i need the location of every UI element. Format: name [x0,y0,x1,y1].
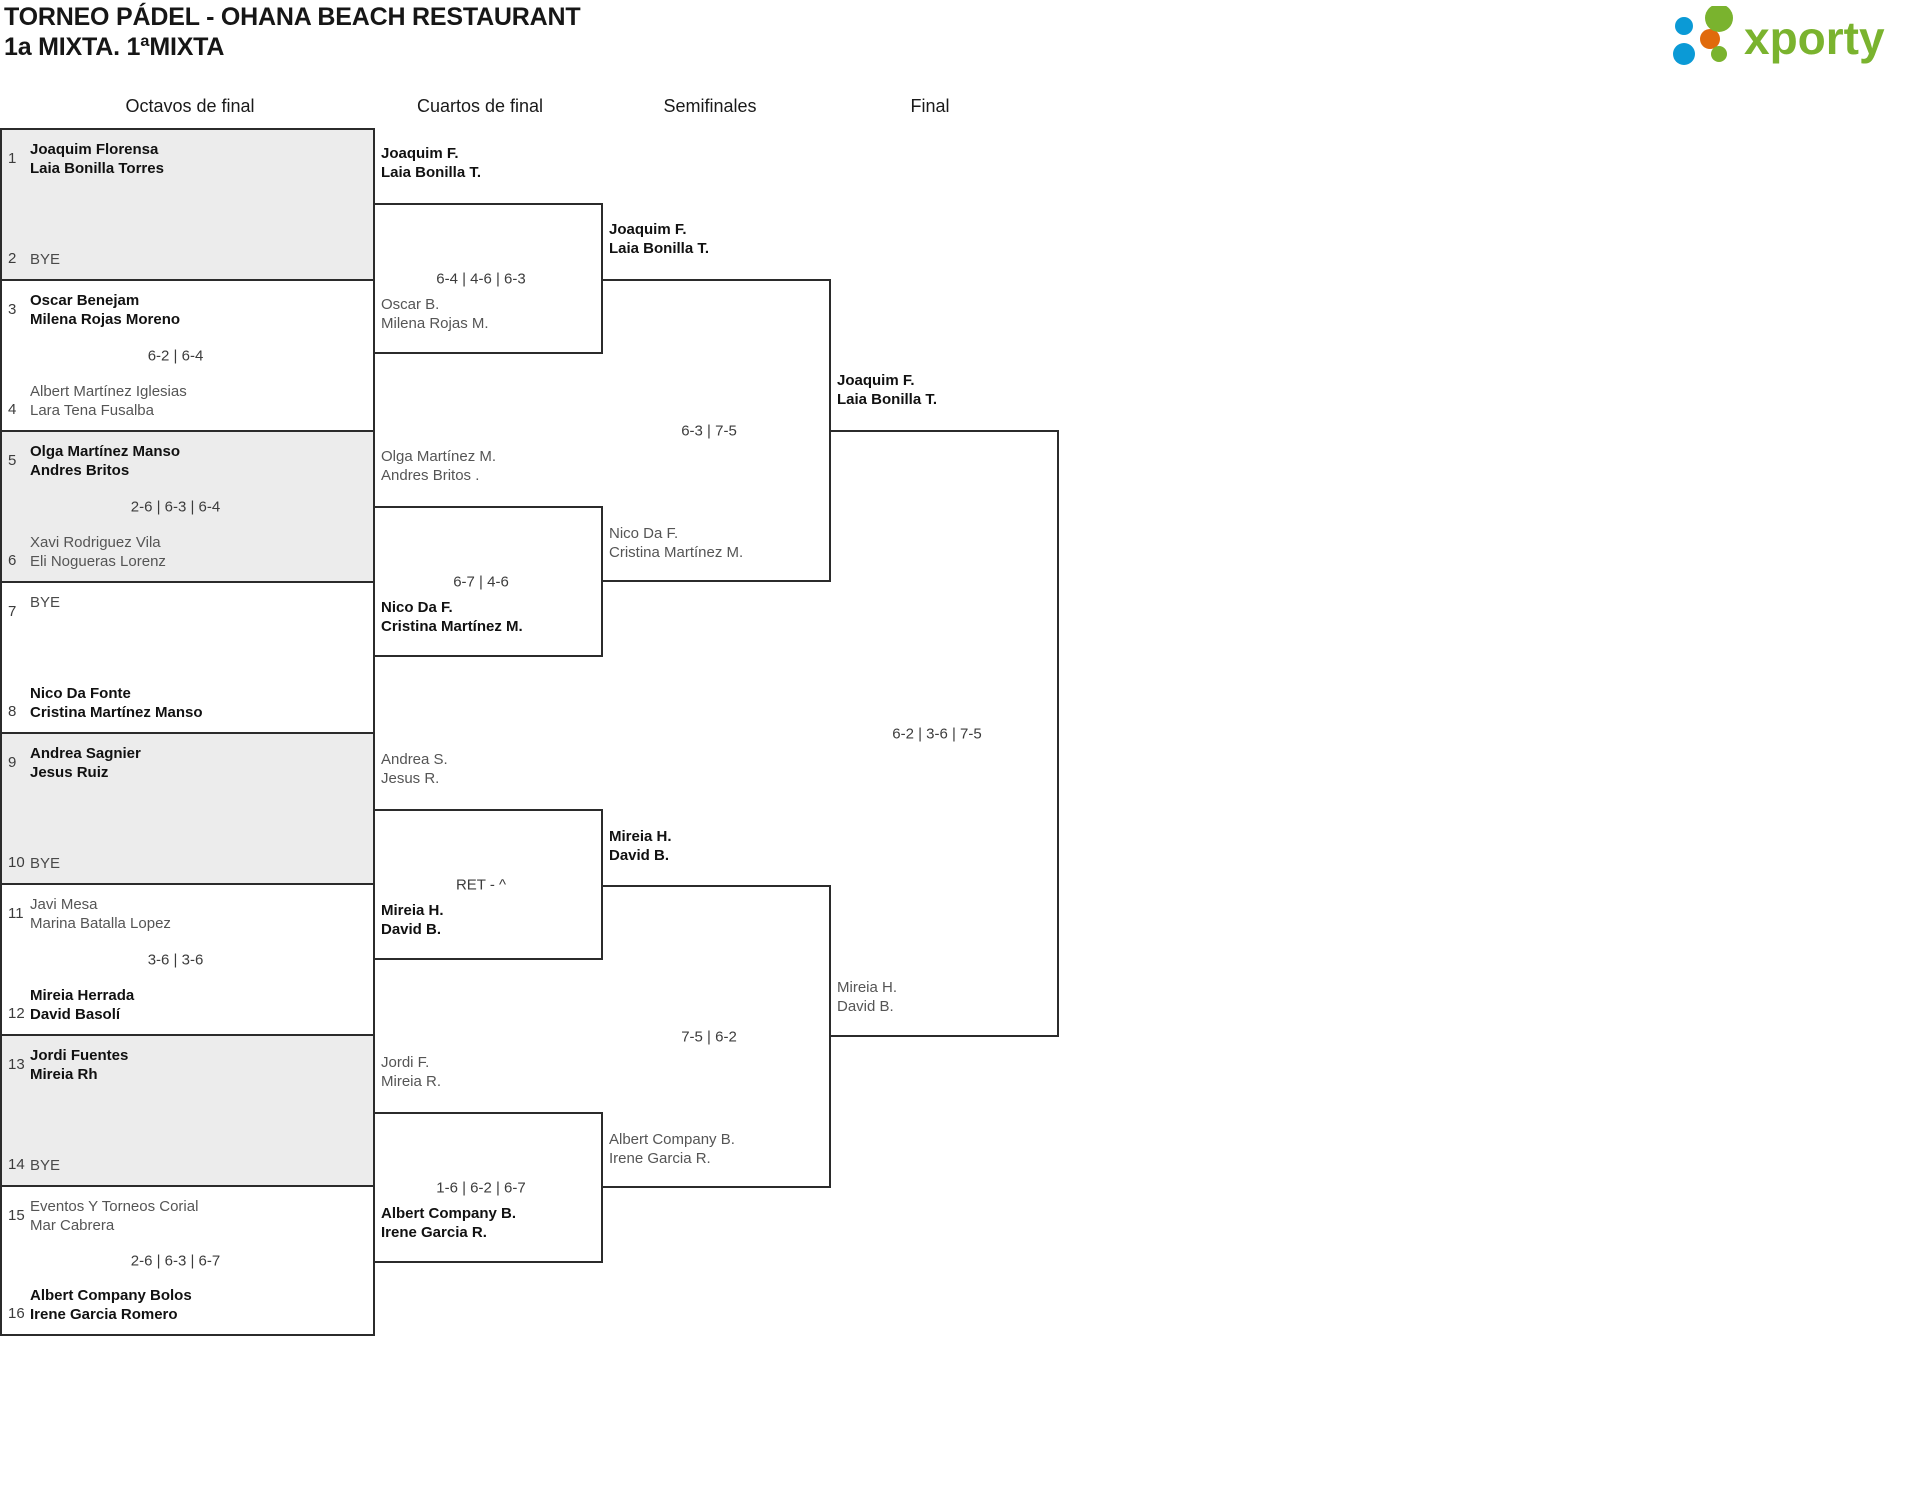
sf-team-1-top: Joaquim F. Laia Bonilla T. [609,221,710,257]
r16-match-6[interactable]: 11 Javi Mesa Marina Batalla Lopez 12 Mir… [0,883,375,1034]
qf-team-2-bottom: Nico Da F. Cristina Martínez M. [381,599,523,635]
seed-number: 14 [8,1156,25,1173]
final-team-bottom: Mireia H. David B. [837,979,898,1015]
qf-connector-3[interactable]: RET - ^ [375,809,603,960]
qf-team-3-top: Andrea S. Jesus R. [381,751,448,787]
seed-number: 1 [8,150,17,167]
match-score: 6-2 | 6-4 [147,347,204,364]
r16-match-2[interactable]: 3 Oscar Benejam Milena Rojas Moreno 4 Al… [0,279,375,430]
sf-connector-2[interactable]: 7-5 | 6-2 [603,885,831,1188]
final-team-top: Joaquim F. Laia Bonilla T. [837,372,938,408]
logo-wordmark: xporty [1744,12,1885,64]
team-name: Olga Martínez Manso Andres Britos [30,443,181,479]
sf-connector-1[interactable]: 6-3 | 7-5 [603,279,831,582]
qf-connector-4[interactable]: 1-6 | 6-2 | 6-7 [375,1112,603,1263]
logo-dot-orange [1700,29,1720,49]
team-name: Joaquim Florensa Laia Bonilla Torres [30,141,164,177]
qf-team-2-top: Olga Martínez M. Andres Britos . [381,448,497,484]
match-score: 3-6 | 3-6 [147,951,204,968]
seed-number: 10 [8,854,25,871]
sf-team-1-bottom: Nico Da F. Cristina Martínez M. [609,525,744,561]
team-name: Albert Martínez Iglesias Lara Tena Fusal… [30,383,187,419]
team-name: BYE [30,855,61,872]
seed-number: 8 [8,703,17,720]
seed-number: 5 [8,452,17,469]
team-name: Oscar Benejam Milena Rojas Moreno [30,292,181,328]
match-score: 6-7 | 4-6 [453,573,509,590]
qf-team-4-top: Jordi F. Mireia R. [381,1054,442,1090]
seed-number: 9 [8,754,17,771]
r16-match-1[interactable]: 1 Joaquim Florensa Laia Bonilla Torres 2… [0,128,375,279]
team-name: Nico Da Fonte Cristina Martínez Manso [30,685,203,721]
seed-number: 11 [8,905,24,922]
team-name: Eventos Y Torneos Corial Mar Cabrera [30,1198,199,1234]
page-title: TORNEO PÁDEL - OHANA BEACH RESTAURANT 1a… [4,2,581,62]
team-name: BYE [30,251,61,268]
round-header-cuartos: Cuartos de final [416,96,544,116]
r16-match-4[interactable]: 7 BYE 8 Nico Da Fonte Cristina Martínez … [0,581,375,732]
logo-dot-blue-bottom [1673,43,1695,65]
logo-dot-green-large [1705,4,1733,32]
r16-match-3[interactable]: 5 Olga Martínez Manso Andres Britos 6 Xa… [0,430,375,581]
match-score: 7-5 | 6-2 [681,1028,737,1045]
match-score: 6-2 | 3-6 | 7-5 [892,725,982,742]
team-name: BYE [30,1157,61,1174]
seed-number: 12 [8,1005,25,1022]
round-header-semifinales: Semifinales [663,96,757,116]
seed-number: 16 [8,1305,25,1322]
seed-number: 4 [8,401,17,418]
qf-team-3-bottom: Mireia H. David B. [381,902,444,938]
tournament-subtitle: 1a MIXTA. 1ªMIXTA [4,33,225,61]
logo-dot-green-small [1711,46,1727,62]
r16-match-7[interactable]: 13 Jordi Fuentes Mireia Rh 14 BYE [0,1034,375,1185]
match-score: 2-6 | 6-3 | 6-7 [130,1252,221,1269]
seed-number: 2 [8,250,17,267]
qf-team-1-top: Joaquim F. Laia Bonilla T. [381,145,482,181]
match-score: RET - ^ [455,876,507,893]
tournament-title: TORNEO PÁDEL - OHANA BEACH RESTAURANT [4,3,581,31]
qf-connector-2[interactable]: 6-7 | 4-6 [375,506,603,657]
seed-number: 6 [8,552,17,569]
round-octavos-column: 1 Joaquim Florensa Laia Bonilla Torres 2… [0,128,375,1336]
match-score: 2-6 | 6-3 | 6-4 [130,498,221,515]
team-name: Mireia Herrada David Basolí [30,987,135,1023]
team-name: Javi Mesa Marina Batalla Lopez [30,896,171,932]
match-score: 1-6 | 6-2 | 6-7 [436,1179,526,1196]
logo-dot-blue-top [1675,17,1693,35]
r16-match-5[interactable]: 9 Andrea Sagnier Jesus Ruiz 10 BYE [0,732,375,883]
qf-connector-1[interactable]: 6-4 | 4-6 | 6-3 [375,203,603,354]
match-score: 6-3 | 7-5 [681,422,737,439]
team-name: Xavi Rodriguez Vila Eli Nogueras Lorenz [30,534,166,570]
team-name: Jordi Fuentes Mireia Rh [30,1047,129,1083]
round-header-final: Final [910,96,950,116]
qf-team-1-bottom: Oscar B. Milena Rojas M. [381,296,489,332]
team-name: Albert Company Bolos Irene Garcia Romero [30,1287,192,1323]
r16-match-8[interactable]: 15 Eventos Y Torneos Corial Mar Cabrera … [0,1185,375,1336]
xporty-logo: xporty [1662,4,1912,68]
sf-team-2-bottom: Albert Company B. Irene Garcia R. [609,1131,735,1167]
team-name: Andrea Sagnier Jesus Ruiz [30,745,141,781]
seed-number: 15 [8,1207,25,1224]
seed-number: 13 [8,1056,25,1073]
round-header-octavos: Octavos de final [125,96,255,116]
qf-team-4-bottom: Albert Company B. Irene Garcia R. [381,1205,517,1241]
seed-number: 3 [8,301,17,318]
seed-number: 7 [8,603,17,620]
sf-team-2-top: Mireia H. David B. [609,828,672,864]
match-score: 6-4 | 4-6 | 6-3 [436,270,526,287]
team-name: BYE [30,594,61,611]
final-connector[interactable]: 6-2 | 3-6 | 7-5 [831,430,1059,1037]
